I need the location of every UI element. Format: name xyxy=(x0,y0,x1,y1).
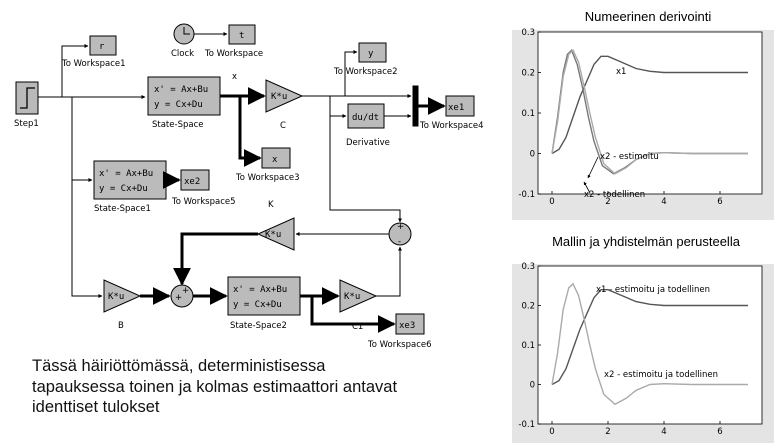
y-tick-label: -0.1 xyxy=(518,190,535,200)
gain-c-name: C xyxy=(280,121,286,131)
y-tick-label: 0.2 xyxy=(521,302,535,312)
ss2-name: State-Space2 xyxy=(230,321,287,331)
x-tick-label: 4 xyxy=(661,197,666,207)
series-line-0 xyxy=(551,289,748,386)
y-tick-label: 0.2 xyxy=(521,69,535,79)
gain-c1-block[interactable] xyxy=(339,279,378,313)
series-line-0 xyxy=(551,55,748,155)
gain-b-text: K*u xyxy=(108,292,124,302)
y-tick-label: 0.1 xyxy=(521,109,535,119)
chart-annotation: x1 - estimoitu ja todellinen xyxy=(596,285,710,295)
y-tick-label: 0 xyxy=(530,381,535,391)
ws2-block[interactable] xyxy=(358,42,387,63)
x-tick-label: 6 xyxy=(717,427,722,437)
sum-right-plus: + xyxy=(397,222,404,232)
ws5-label: To Workspace5 xyxy=(171,197,236,207)
annotation-arrow xyxy=(583,181,591,194)
y-tick-label: 0.1 xyxy=(521,341,535,351)
sum-left-plus1: + xyxy=(175,293,182,303)
x-tick-label: 0 xyxy=(549,427,554,437)
chart-title: Mallin ja yhdistelmän perusteella xyxy=(552,234,741,249)
chart-annotation: x2 - estimoitu ja todellinen xyxy=(604,370,718,380)
ss1-eq1: x' = Ax+Bu xyxy=(99,169,153,179)
gain-b-name: B xyxy=(118,321,124,331)
y-tick-label: 0 xyxy=(530,150,535,160)
x-tick-label: 4 xyxy=(661,427,666,437)
plot-area xyxy=(537,265,763,425)
gain-b-block[interactable] xyxy=(103,279,142,313)
ws6-var: xe3 xyxy=(399,321,415,331)
gain-c1-text: K*u xyxy=(344,292,360,302)
x-signal-label: x xyxy=(232,72,237,82)
y-tick-label: 0.3 xyxy=(521,262,535,272)
mux-block[interactable] xyxy=(412,85,419,127)
chart-annotation: x1 xyxy=(616,67,626,77)
x-tick-label: 0 xyxy=(549,197,554,207)
ws-t-label: To Workspace xyxy=(204,49,263,59)
note-line-1: Tässä häiriöttömässä, deterministisessa xyxy=(32,357,326,375)
chart-mallin-ja-yhdistelman: Mallin ja yhdistelmän perusteella -0.1 0 0.… xyxy=(512,234,774,443)
gain-k-block[interactable] xyxy=(256,217,295,251)
gain-k-name: K xyxy=(268,200,274,210)
explanation-note: Tässä häiriöttömässä, deterministisessa … xyxy=(32,356,502,418)
ss1-eq2: y = Cx+Du xyxy=(99,184,148,194)
ws2-var: y xyxy=(368,49,374,59)
step-block[interactable] xyxy=(15,81,39,115)
series-line-2 xyxy=(551,49,748,175)
chart-numeerinen-derivointi: Numeerinen derivointi -0.1 0 0.1 0.2 0.3 0 2 4 6 x… xyxy=(512,9,774,220)
chart-annotation: x2 - estimoitu xyxy=(600,152,659,162)
ws-t-block[interactable] xyxy=(228,24,256,45)
ws4-var: xe1 xyxy=(448,103,464,113)
gain-c1-name: C1 xyxy=(352,322,363,332)
derivative-block[interactable] xyxy=(347,103,385,129)
ws6-block[interactable] xyxy=(395,313,425,335)
ss-eq2: y = Cx+Du xyxy=(154,100,203,110)
gain-c-block[interactable] xyxy=(265,79,304,113)
gain-c-text: K*u xyxy=(271,92,287,102)
deriv-text: du/dt xyxy=(352,113,379,123)
ws5-var: xe2 xyxy=(184,177,200,187)
deriv-name: Derivative xyxy=(346,138,390,148)
ws3-label: To Workspace3 xyxy=(235,173,300,183)
gain-k-text: K*u xyxy=(265,230,281,240)
annotation-arrow xyxy=(587,156,599,179)
series-line-1 xyxy=(551,282,748,406)
ws3-block[interactable] xyxy=(261,147,291,169)
ws1-var: r xyxy=(99,42,105,52)
simulink-diagram: Step1 r To Workspace1 Clock t To Workspa… xyxy=(14,23,484,350)
x-tick-label: 2 xyxy=(605,427,610,437)
note-line-2: tapauksessa toinen ja kolmas estimaattor… xyxy=(32,377,398,396)
clock-block[interactable] xyxy=(173,23,195,45)
sum-right-minus: - xyxy=(398,237,401,247)
ws3-var: x xyxy=(272,155,278,165)
ss-name: State-Space xyxy=(152,120,203,130)
ss1-name: State-Space1 xyxy=(94,204,151,214)
chart-title: Numeerinen derivointi xyxy=(585,9,712,24)
chart-annotation: x2 - todellinen xyxy=(584,190,645,200)
ws4-label: To Workspace4 xyxy=(419,121,484,131)
x-tick-label: 6 xyxy=(717,197,722,207)
note-line-3: identtiset tulokset xyxy=(32,398,160,416)
ss-eq1: x' = Ax+Bu xyxy=(154,85,208,95)
ws5-block[interactable] xyxy=(180,169,210,191)
sum-left-plus2: + xyxy=(182,286,189,296)
ws1-block[interactable] xyxy=(89,35,117,56)
y-tick-label: 0.3 xyxy=(521,28,535,38)
y-tick-label: -0.1 xyxy=(518,420,535,430)
plot-area xyxy=(537,31,763,195)
state-space2-block[interactable] xyxy=(227,276,301,316)
step-label: Step1 xyxy=(14,119,39,129)
ws6-label: To Workspace6 xyxy=(367,340,432,350)
ss2-eq1: x' = Ax+Bu xyxy=(233,285,287,295)
ws4-block[interactable] xyxy=(445,95,475,117)
x-tick-label: 2 xyxy=(605,197,610,207)
ws2-label: To Workspace2 xyxy=(333,67,398,77)
ws1-label: To Workspace1 xyxy=(61,59,126,69)
ws-t-var: t xyxy=(239,31,244,41)
ss2-eq2: y = Cx+Du xyxy=(233,300,282,310)
state-space1-block[interactable] xyxy=(93,160,167,200)
clock-label: Clock xyxy=(171,49,194,59)
